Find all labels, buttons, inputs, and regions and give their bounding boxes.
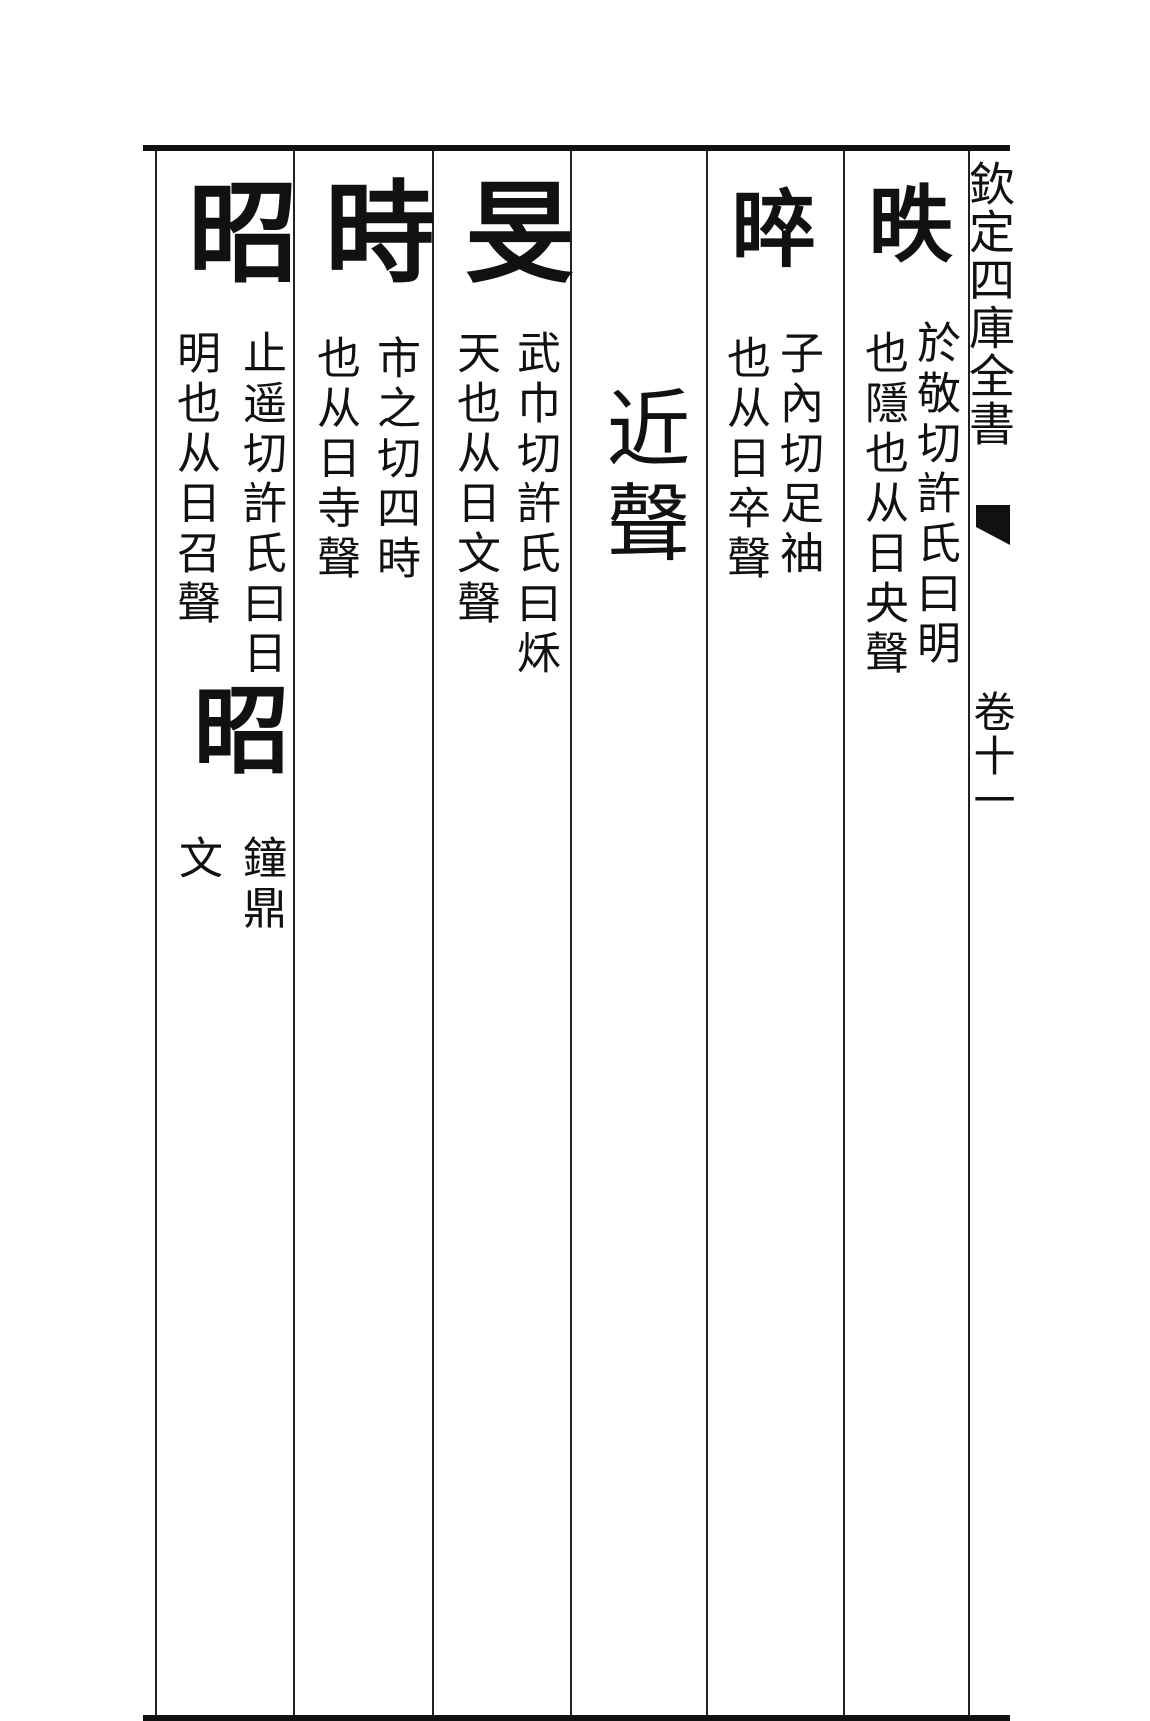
gloss-right: 市之切四時: [369, 335, 420, 585]
section-heading: 近聲: [593, 385, 691, 573]
seal-character: 旻: [446, 175, 575, 285]
gloss-right: 子內切足䄂: [772, 330, 823, 580]
seal-character: 昳: [855, 180, 954, 264]
gloss-left: 也从日卒聲: [719, 335, 770, 585]
gloss-right: 止遥切許氏曰日: [235, 330, 286, 680]
gloss-left: 也隱也从日央聲: [857, 330, 908, 680]
column-divider: [843, 151, 845, 1715]
gloss-left: 明也从日召聲: [169, 330, 220, 630]
bottom-border-rule: [143, 1715, 1010, 1721]
top-border-rule: [143, 145, 1010, 151]
gloss-right: 於敬切許氏曰明: [909, 320, 960, 670]
gloss-left: 也从日寺聲: [309, 335, 360, 585]
volume-label: 卷十一: [967, 690, 1016, 822]
variant-source-right: 鐘鼎: [235, 835, 286, 935]
book-title: 欽定四庫全書: [962, 160, 1016, 448]
seal-character: 晬: [718, 185, 817, 269]
variant-source-left: 文: [171, 835, 222, 885]
column-divider: [155, 151, 157, 1715]
gloss-right: 武巾切許氏曰秌: [509, 330, 560, 680]
column-divider: [293, 151, 295, 1715]
variant-seal-character: 昭: [177, 680, 290, 776]
column-divider: [432, 151, 434, 1715]
column-divider: [706, 151, 708, 1715]
seal-character: 時: [306, 175, 435, 285]
gloss-left: 天也从日文聲: [449, 330, 500, 630]
column-divider: [968, 151, 970, 1715]
column-divider: [570, 151, 572, 1715]
seal-character: 昭: [169, 175, 298, 285]
fish-tail-mark-icon: [976, 505, 1010, 545]
